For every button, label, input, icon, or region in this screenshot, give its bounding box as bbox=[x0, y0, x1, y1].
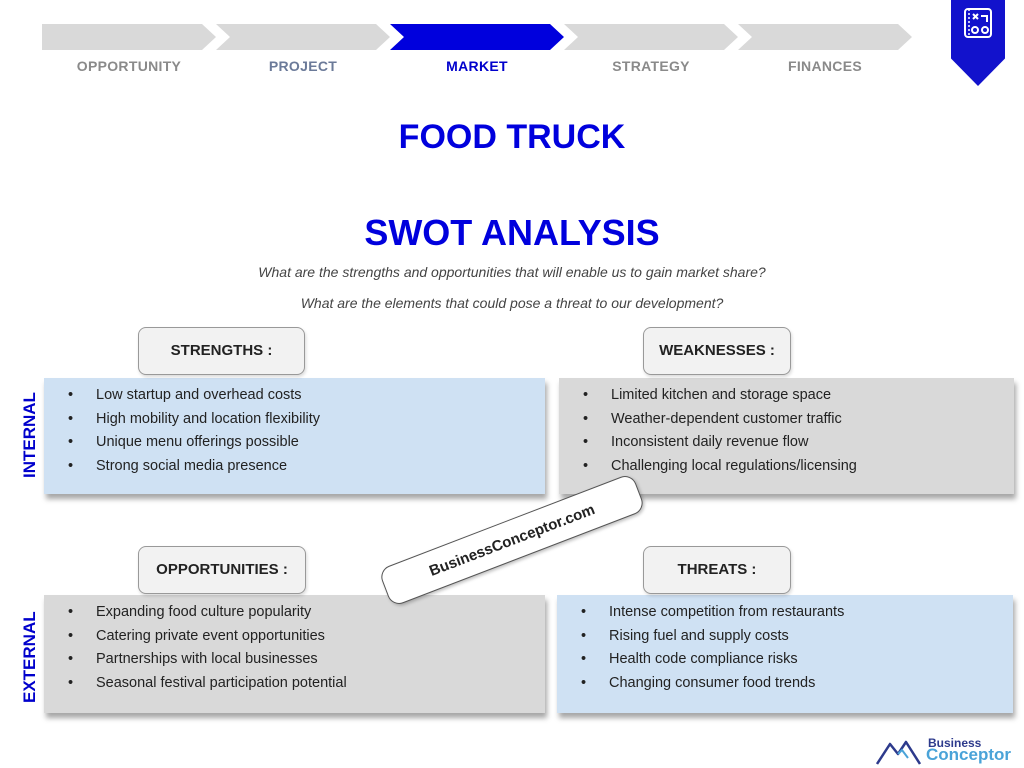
step-arrow bbox=[564, 24, 738, 50]
opportunities-list: Expanding food culture popularity Cateri… bbox=[44, 595, 545, 695]
step-opportunity[interactable]: OPPORTUNITY bbox=[42, 24, 216, 80]
progress-steps: OPPORTUNITY PROJECT MARKET STRATEGY FINA… bbox=[42, 24, 912, 80]
logo-text-bottom: Conceptor bbox=[926, 745, 1011, 764]
list-item: Rising fuel and supply costs bbox=[581, 625, 1013, 649]
step-market[interactable]: MARKET bbox=[390, 24, 564, 80]
weaknesses-list: Limited kitchen and storage space Weathe… bbox=[559, 378, 1014, 478]
list-item: Changing consumer food trends bbox=[581, 672, 1013, 696]
list-item: Intense competition from restaurants bbox=[581, 601, 1013, 625]
list-item: High mobility and location flexibility bbox=[68, 408, 545, 432]
list-item: Catering private event opportunities bbox=[68, 625, 545, 649]
step-strategy[interactable]: STRATEGY bbox=[564, 24, 738, 80]
weaknesses-box: Limited kitchen and storage space Weathe… bbox=[559, 378, 1014, 494]
step-arrow bbox=[390, 24, 564, 50]
weaknesses-tag: WEAKNESSES : bbox=[643, 327, 791, 375]
strengths-box: Low startup and overhead costs High mobi… bbox=[44, 378, 545, 494]
threats-tag: THREATS : bbox=[643, 546, 791, 594]
step-arrow bbox=[738, 24, 912, 50]
list-item: Unique menu offerings possible bbox=[68, 431, 545, 455]
step-project[interactable]: PROJECT bbox=[216, 24, 390, 80]
opportunities-tag: OPPORTUNITIES : bbox=[138, 546, 306, 594]
step-label: OPPORTUNITY bbox=[76, 58, 182, 74]
list-item: Inconsistent daily revenue flow bbox=[583, 431, 1014, 455]
logo-text-top: Business bbox=[928, 736, 982, 750]
threats-box: Intense competition from restaurants Ris… bbox=[557, 595, 1013, 713]
step-finances[interactable]: FINANCES bbox=[738, 24, 912, 80]
list-item: Low startup and overhead costs bbox=[68, 384, 545, 408]
list-item: Expanding food culture popularity bbox=[68, 601, 545, 625]
list-item: Limited kitchen and storage space bbox=[583, 384, 1014, 408]
list-item: Seasonal festival participation potentia… bbox=[68, 672, 545, 696]
business-conceptor-logo[interactable]: Business Conceptor bbox=[876, 736, 1016, 766]
question-text: What are the strengths and opportunities… bbox=[258, 264, 766, 280]
step-arrow bbox=[42, 24, 216, 50]
internal-label: INTERNAL bbox=[20, 392, 39, 478]
section-title: SWOT ANALYSIS bbox=[364, 212, 660, 253]
threats-list: Intense competition from restaurants Ris… bbox=[557, 595, 1013, 695]
list-item: Challenging local regulations/licensing bbox=[583, 455, 1014, 479]
step-label: PROJECT bbox=[268, 58, 338, 74]
step-label: STRATEGY bbox=[612, 58, 690, 74]
step-arrow bbox=[216, 24, 390, 50]
step-label: FINANCES bbox=[788, 58, 862, 74]
step-label: MARKET bbox=[446, 58, 508, 74]
list-item: Strong social media presence bbox=[68, 455, 545, 479]
mountain-logo-icon bbox=[876, 740, 922, 765]
bookmark-badge bbox=[951, 0, 1005, 86]
list-item: Health code compliance risks bbox=[581, 648, 1013, 672]
list-item: Partnerships with local businesses bbox=[68, 648, 545, 672]
opportunities-box: Expanding food culture popularity Cateri… bbox=[44, 595, 545, 713]
question-text: What are the elements that could pose a … bbox=[300, 295, 724, 311]
list-item: Weather-dependent customer traffic bbox=[583, 408, 1014, 432]
external-label: EXTERNAL bbox=[20, 611, 39, 703]
page-title: FOOD TRUCK bbox=[398, 118, 626, 156]
strengths-list: Low startup and overhead costs High mobi… bbox=[44, 378, 545, 478]
strategy-board-icon bbox=[964, 8, 992, 38]
strengths-tag: STRENGTHS : bbox=[138, 327, 305, 375]
